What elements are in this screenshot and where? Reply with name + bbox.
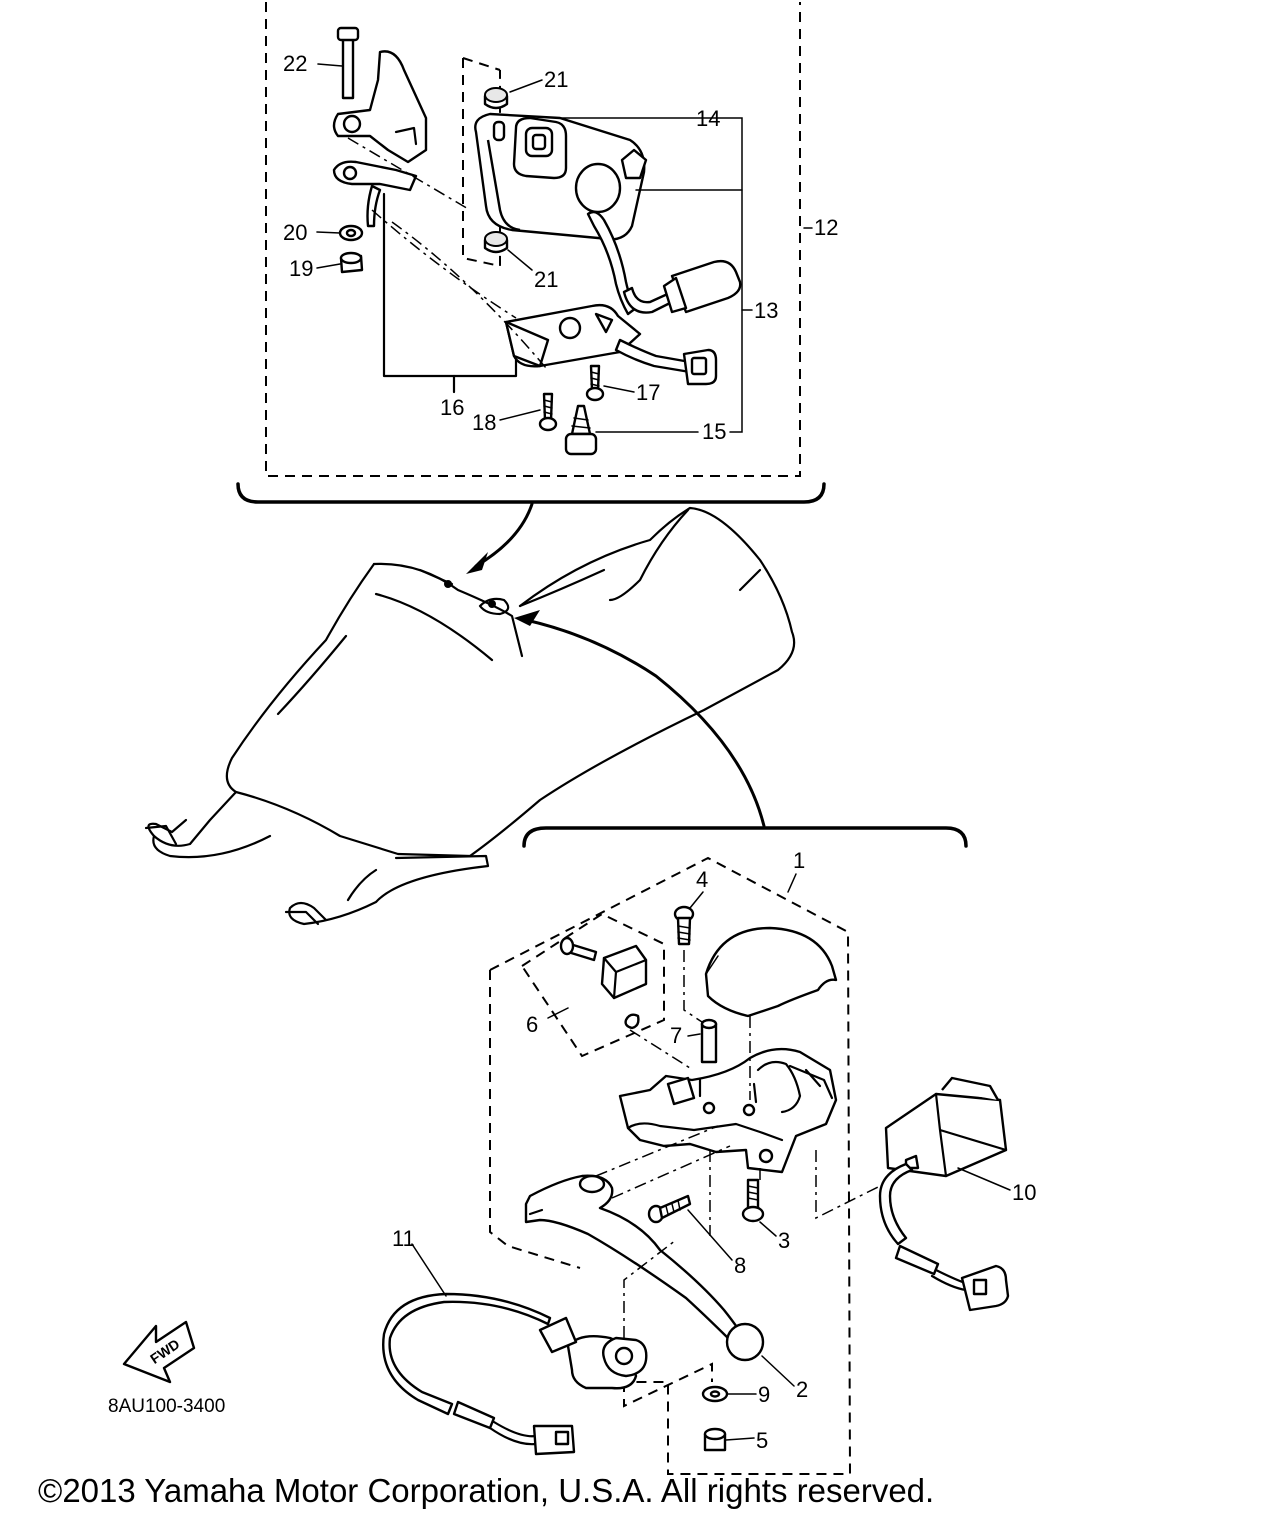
washer-20 (338, 224, 364, 242)
bolt-4 (673, 905, 695, 946)
washer-9 (701, 1385, 729, 1403)
brake-switch-10 (878, 1076, 1010, 1312)
screw-18 (538, 392, 558, 432)
callout-9: 9 (758, 1382, 770, 1407)
lever-holder-body (618, 1047, 838, 1174)
screw-17 (585, 364, 605, 402)
callout-2: 2 (796, 1377, 808, 1402)
callout-12: 12 (814, 215, 838, 240)
callout-13: 13 (754, 298, 778, 323)
callout-7: 7 (670, 1023, 682, 1048)
callout-11: 11 (392, 1226, 415, 1251)
nut-5 (703, 1427, 727, 1452)
callout-10: 10 (1012, 1180, 1036, 1205)
callout-15: 15 (702, 419, 726, 444)
callout-6: 6 (526, 1012, 538, 1037)
bolt-22 (336, 26, 360, 100)
brake-lever-2 (524, 1174, 765, 1362)
callout-21-upper: 21 (544, 67, 568, 92)
lever-holder-cap (704, 926, 838, 1018)
callout-20: 20 (283, 220, 307, 245)
switch-housing-16 (504, 303, 718, 386)
bolt-3 (741, 1178, 765, 1223)
diagram-code: 8AU100-3400 (108, 1396, 225, 1417)
grommet-21-upper (483, 87, 509, 110)
callout-21-lower: 21 (534, 267, 558, 292)
callout-18: 18 (472, 410, 496, 435)
callout-14: 14 (696, 106, 720, 131)
screw-8 (647, 1194, 692, 1224)
nut-19 (339, 251, 364, 274)
callout-1: 1 (793, 848, 805, 873)
adjuster-bolt-6 (559, 936, 648, 1030)
callout-19: 19 (289, 256, 313, 281)
switch-cable-13 (586, 210, 742, 316)
callout-8: 8 (734, 1253, 746, 1278)
brake-switch-cable-11 (382, 1292, 648, 1456)
fwd-arrow-icon: FWD (122, 1320, 196, 1384)
bolt-15 (564, 404, 598, 456)
callout-4: 4 (696, 867, 708, 892)
snowmobile-outline (144, 502, 796, 926)
throttle-case-14 (474, 112, 648, 241)
throttle-case-assembly-group (236, 2, 826, 504)
grommet-21-lower (483, 231, 509, 254)
callout-5: 5 (756, 1428, 768, 1453)
mount-bracket (332, 50, 428, 228)
callout-17: 17 (636, 380, 660, 405)
callout-16: 16 (440, 395, 464, 420)
callout-3: 3 (778, 1228, 790, 1253)
copyright-notice: ©2013 Yamaha Motor Corporation, U.S.A. A… (38, 1472, 935, 1509)
brake-lever-assembly-group (382, 826, 1011, 1475)
spacer-7 (700, 1018, 718, 1064)
callout-22: 22 (283, 51, 307, 76)
